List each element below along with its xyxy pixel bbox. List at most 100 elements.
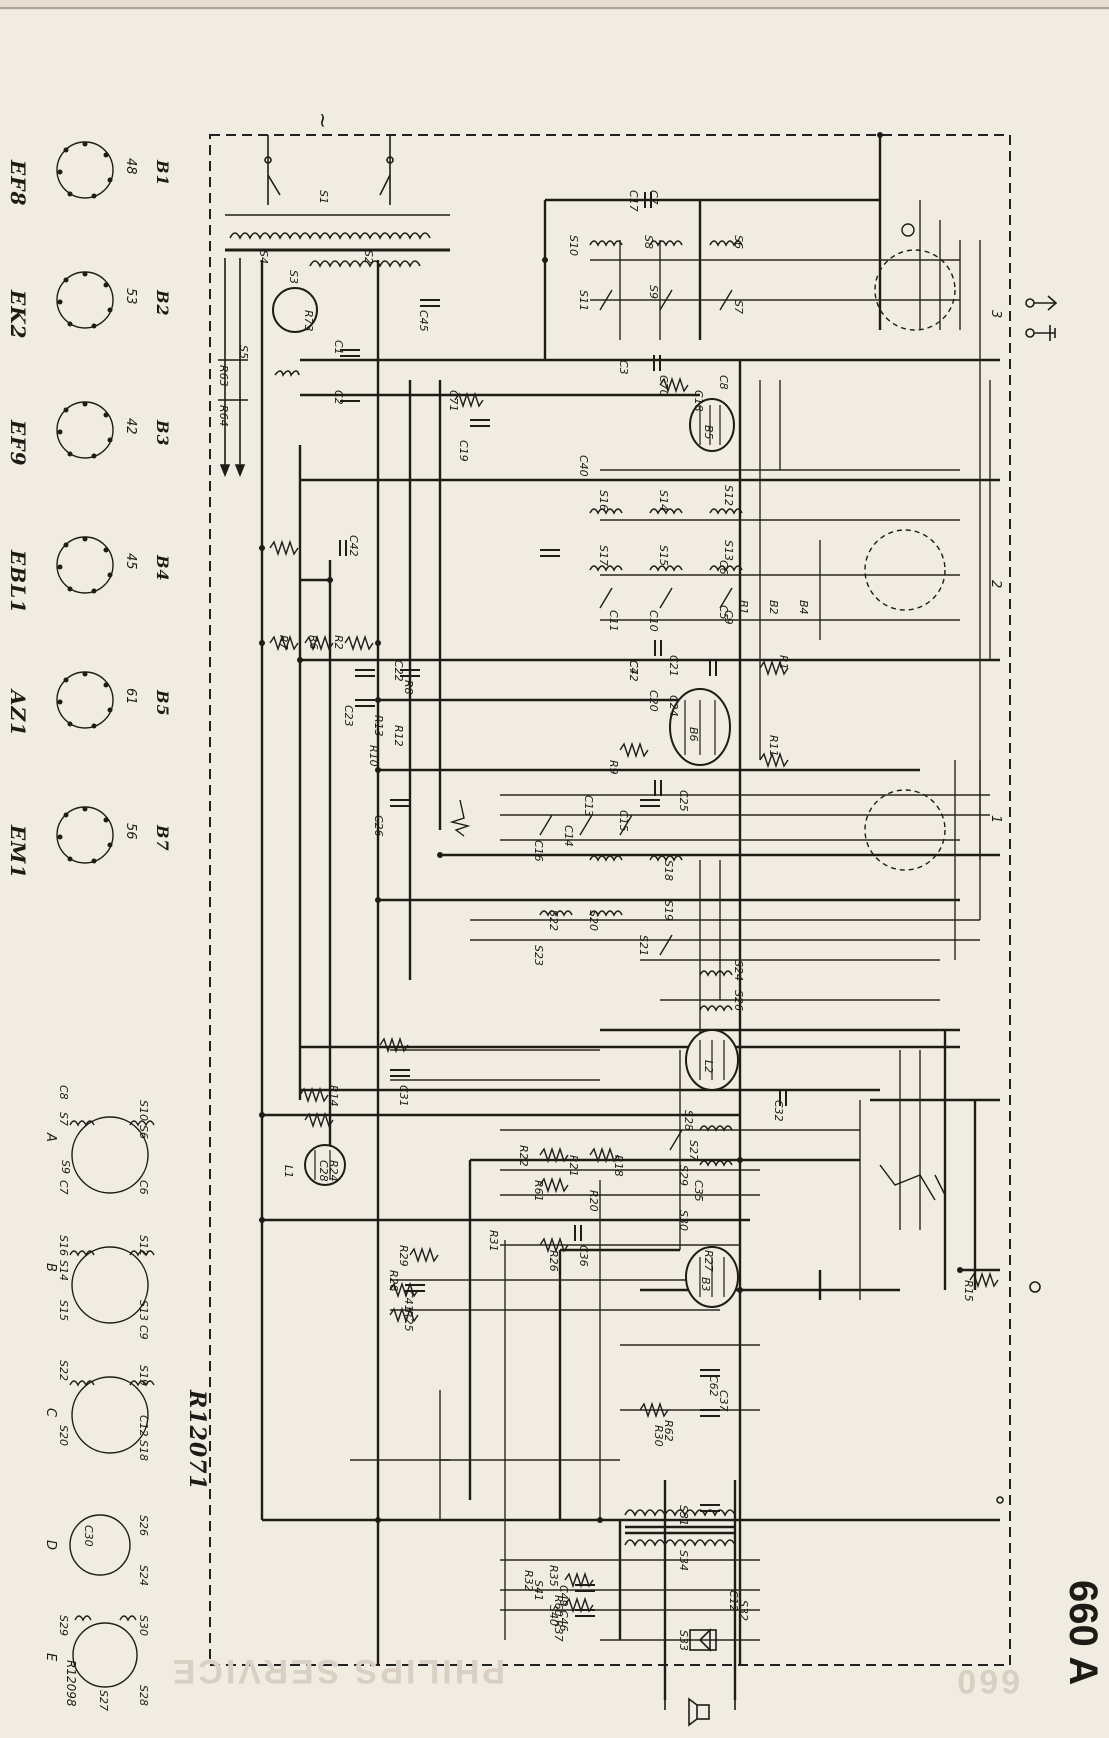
switch-contact-label: S13 <box>137 1300 150 1321</box>
component-ref-s27: S27 <box>687 1140 700 1161</box>
component-ref-s18: S18 <box>662 860 675 881</box>
component-ref-c25: C25 <box>677 790 690 812</box>
component-ref-r15: R15 <box>962 1280 975 1302</box>
component-ref-c42: C42 <box>347 535 360 557</box>
component-ref-c24: C24 <box>667 695 680 717</box>
component-ref-b6: B6 <box>687 727 700 742</box>
component-ref-r1: R1 <box>777 655 790 670</box>
component-ref-l2: L2 <box>702 1060 715 1074</box>
component-ref-r8: R8 <box>402 680 415 695</box>
component-ref-b1: B1 <box>737 600 750 615</box>
drawing-number: R12071 <box>184 1390 210 1491</box>
component-ref-s33: S33 <box>677 1630 690 1651</box>
component-ref-r14: R14 <box>327 1085 340 1107</box>
component-ref-s1: S1 <box>317 190 330 204</box>
component-ref-r60: R60 <box>552 1595 565 1617</box>
tube-base-number: 61 <box>123 688 138 705</box>
switch-view-letter: C <box>43 1408 58 1418</box>
component-ref-c41: C41 <box>402 1290 415 1312</box>
component-ref-r37: R37 <box>552 1620 565 1642</box>
component-ref-s13: S13 <box>722 540 735 561</box>
component-ref-r61: R61 <box>532 1180 545 1202</box>
component-ref-s3: S3 <box>287 270 300 284</box>
component-ref-r20: R20 <box>587 1190 600 1212</box>
switch-contact-label: C7 <box>57 1180 70 1195</box>
component-ref-r6: R6 <box>307 635 320 650</box>
tube-ref-label: B2 <box>153 290 172 317</box>
switch-view-letter: E <box>43 1653 58 1662</box>
component-ref-c10: C10 <box>647 610 660 632</box>
component-ref-s4: S4 <box>257 250 270 264</box>
band-switch-number: 2 <box>988 580 1003 589</box>
switch-contact-label: S10 <box>137 1100 150 1121</box>
component-ref-c13: C13 <box>582 795 595 817</box>
coils <box>225 214 743 1547</box>
component-ref-c6: C6 <box>717 560 730 575</box>
chassis-frame <box>209 134 1011 1666</box>
component-ref-r63: R63 <box>217 365 230 387</box>
bus-lines <box>260 135 1000 1700</box>
component-ref-s20: S20 <box>587 910 600 931</box>
component-ref-c16: C16 <box>532 840 545 862</box>
switch-contact-label: S20 <box>57 1425 70 1446</box>
switch-view-letter: B <box>43 1263 58 1272</box>
component-ref-r2: R2 <box>332 635 345 650</box>
tube-elements <box>314 405 725 1297</box>
tube-type-label: EF9 <box>6 420 30 467</box>
component-ref-r27: R27 <box>702 1250 715 1272</box>
tube-ref-label: B7 <box>153 825 172 852</box>
tube-type-label: AZ1 <box>6 690 30 738</box>
component-ref-c35: C35 <box>692 1180 705 1202</box>
tube-type-label: EK2 <box>6 290 30 340</box>
component-ref-s12: S12 <box>722 485 735 506</box>
component-ref-s10: S10 <box>567 235 580 256</box>
tube-type-label: EF8 <box>6 160 30 207</box>
component-ref-r21: R21 <box>567 1155 580 1177</box>
component-ref-r29: R29 <box>397 1245 410 1267</box>
component-ref-c72: C72 <box>627 660 640 682</box>
switch-contact-label: S14 <box>57 1260 70 1281</box>
component-ref-c71: C71 <box>447 390 460 412</box>
tube-ref-label: B4 <box>153 555 172 582</box>
band-switch-number: 1 <box>988 815 1003 824</box>
component-ref-c14: C14 <box>562 825 575 847</box>
junctions <box>259 132 963 1523</box>
switch-contact-label: C6 <box>137 1180 150 1195</box>
component-ref-s28: S28 <box>682 1110 695 1131</box>
switch-contact-label: C9 <box>137 1325 150 1340</box>
component-ref-r7: R7 <box>277 635 290 650</box>
switch-contact-label: S12 <box>137 1235 150 1256</box>
component-ref-s11: S11 <box>577 290 590 311</box>
component-ref-r31: R31 <box>487 1230 500 1252</box>
component-ref-c23: C23 <box>342 705 355 727</box>
component-ref-c9: C9 <box>722 610 735 625</box>
component-ref-r13: R13 <box>372 715 385 737</box>
component-ref-c8: C8 <box>717 375 730 390</box>
wiring <box>350 200 991 1641</box>
component-ref-c17: C17 <box>627 190 640 212</box>
component-ref-s2: S2 <box>362 250 375 264</box>
component-ref-c62: C62 <box>707 1375 720 1397</box>
component-ref-r25: R25 <box>402 1310 415 1332</box>
tube-base-pins <box>57 141 113 864</box>
switch-contact-label: S19 <box>137 1365 150 1386</box>
component-ref-r18: R18 <box>612 1155 625 1177</box>
component-ref-c18: C18 <box>692 390 705 412</box>
tube-ref-label: B5 <box>153 690 172 717</box>
switch-view-letter: A <box>43 1133 58 1142</box>
component-ref-r12: R12 <box>392 725 405 747</box>
component-ref-c70: C70 <box>657 375 670 397</box>
resistors <box>269 376 999 1614</box>
component-ref-r64: R64 <box>217 405 230 427</box>
component-ref-c45: C45 <box>417 310 430 332</box>
switch-contact-views <box>69 1116 155 1688</box>
band-switches <box>864 223 956 1201</box>
component-ref-l1: L1 <box>282 1165 295 1179</box>
small-drawing-number: R12098 <box>64 1660 78 1707</box>
component-ref-b5: B5 <box>702 425 715 440</box>
switch-contact-label: S7 <box>57 1112 70 1126</box>
component-ref-s26: S26 <box>732 990 745 1011</box>
faded-footer-text: PHILIPS SERVICE <box>169 1652 505 1690</box>
